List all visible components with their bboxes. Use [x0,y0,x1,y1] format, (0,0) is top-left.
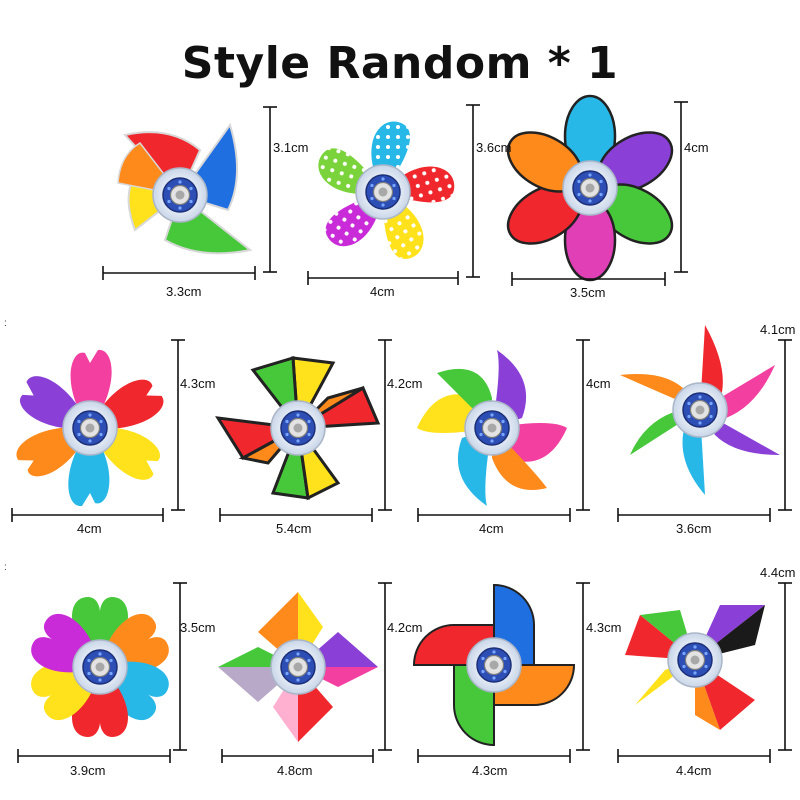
spinner-5 [215,356,381,501]
spinner-8-height: 3.5cm [180,620,216,635]
spinner-7-height: 4.1cm [760,322,796,337]
spinner-4-width: 4cm [77,521,102,536]
spinner-10 [412,583,576,747]
spinner-9-width: 4.8cm [277,763,313,778]
spinner-4-height: 4.3cm [180,376,216,391]
dimension-lines [11,101,792,763]
spinner-11 [625,605,765,730]
spinner-8-width: 3.9cm [70,763,106,778]
spinner-5-width: 5.4cm [276,521,312,536]
spinner-6 [417,350,567,506]
spinner-6-height: 4cm [586,376,611,391]
spinner-9 [218,592,378,742]
spinner-9-height: 4.2cm [387,620,423,635]
page-title: Style Random * 1 [181,38,619,89]
spinner-1 [117,122,253,255]
spinner-6-width: 4cm [479,521,504,536]
spinner-7 [620,325,780,495]
spinner-4 [16,349,164,507]
spinner-3-width: 3.5cm [570,285,606,300]
spinner-7-width: 3.6cm [676,521,712,536]
spinner-3 [506,94,674,282]
spinner-2-width: 4cm [370,284,395,299]
spinner-1-height: 3.1cm [273,140,309,155]
spinner-10-height: 4.3cm [586,620,622,635]
spinner-2 [318,121,455,259]
corner-mark: : [4,318,7,329]
spinner-10-width: 4.3cm [472,763,508,778]
spinner-1-width: 3.3cm [166,284,202,299]
corner-mark: : [4,562,7,573]
spinner-11-height: 4.4cm [760,565,796,580]
spinner-5-height: 4.2cm [387,376,423,391]
spinner-11-width: 4.4cm [676,763,712,778]
spinner-2-height: 3.6cm [476,140,512,155]
spinner-8 [31,597,169,737]
spinner-3-height: 4cm [684,140,709,155]
